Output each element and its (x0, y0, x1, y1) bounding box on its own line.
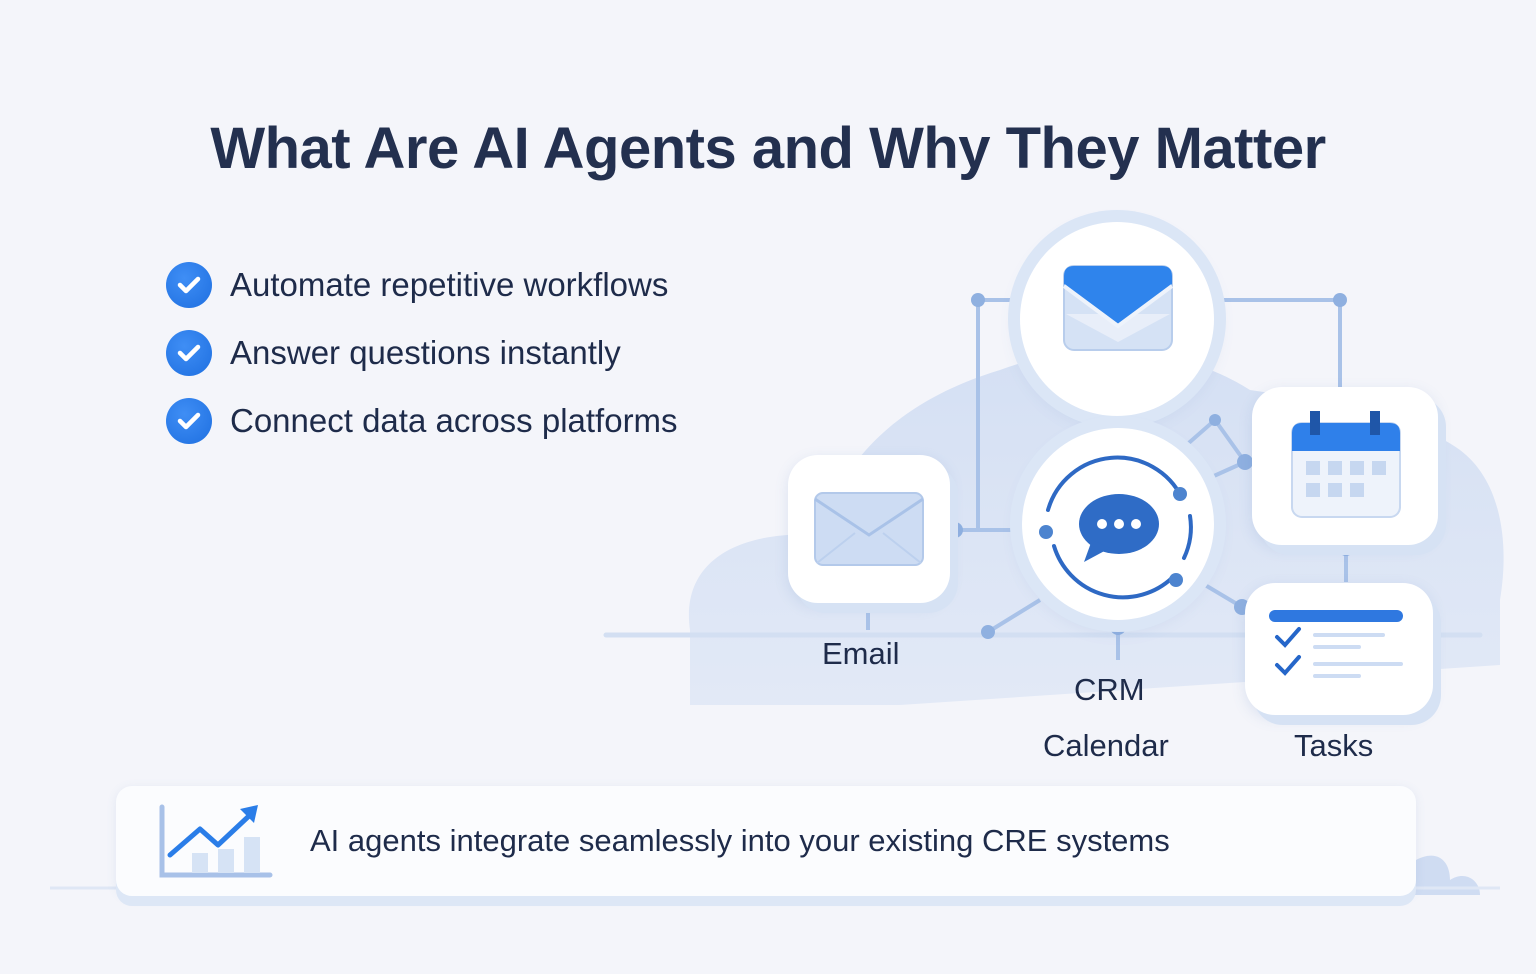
tasks-label: Tasks (1294, 728, 1374, 763)
email-node (788, 455, 950, 603)
check-circle-icon (166, 330, 212, 376)
tasks-node (1245, 583, 1433, 715)
envelope-icon (1062, 265, 1174, 351)
benefits-list: Automate repetitive workflows Answer que… (166, 262, 678, 466)
benefit-text: Automate repetitive workflows (230, 266, 669, 303)
calendar-label: Calendar (1043, 728, 1169, 763)
benefit-text: Answer questions instantly (230, 334, 621, 371)
integration-banner: AI agents integrate seamlessly into your… (116, 786, 1416, 896)
growth-chart-icon (159, 804, 273, 878)
top-mail-node (1020, 222, 1214, 416)
calendar-icon (1291, 411, 1401, 518)
envelope-icon (814, 492, 924, 566)
benefit-item: Connect data across platforms (166, 398, 678, 444)
crm-label: CRM (1074, 672, 1145, 707)
calendar-node (1252, 387, 1438, 545)
benefit-item: Automate repetitive workflows (166, 262, 678, 308)
page-title: What Are AI Agents and Why They Matter (210, 115, 1326, 181)
benefit-text: Connect data across platforms (230, 402, 678, 439)
benefit-item: Answer questions instantly (166, 330, 678, 376)
email-label: Email (822, 636, 900, 671)
chat-bubble-icon (1039, 455, 1193, 600)
check-circle-icon (166, 262, 212, 308)
banner-text: AI agents integrate seamlessly into your… (310, 823, 1170, 858)
agent-hub-node (1022, 428, 1214, 620)
check-circle-icon (166, 398, 212, 444)
checklist-icon (1269, 610, 1403, 678)
